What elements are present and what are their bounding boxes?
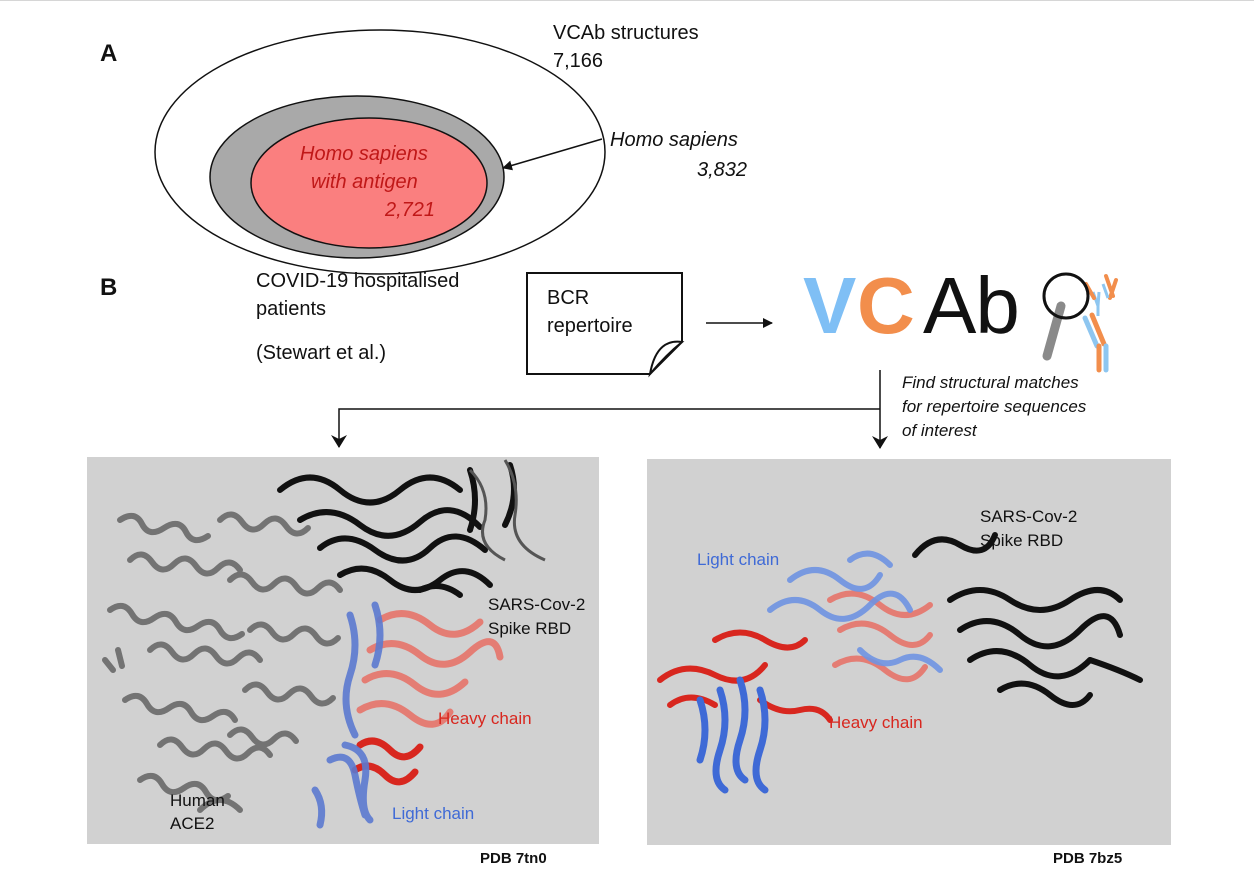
vcab-structures-title: VCAb structures: [553, 22, 699, 44]
pdb-id-left: PDB 7tn0: [480, 850, 547, 867]
find-matches-line2: for repertoire sequences: [902, 397, 1087, 416]
ace2-label-line2: ACE2: [170, 814, 215, 833]
ace2-label-line1: Human: [170, 791, 225, 810]
light-chain-left: [311, 601, 384, 829]
vcab-logo-ab: Ab: [923, 261, 1020, 350]
bcr-doc-line1: BCR: [547, 287, 590, 309]
heavy-chain-right-inner: [827, 590, 933, 683]
antigen-title-line2: with antigen: [311, 171, 418, 193]
source-reference: (Stewart et al.): [256, 342, 387, 364]
bcr-document-shape: [526, 272, 683, 375]
light-chain-right-upper: [767, 550, 943, 673]
top-divider: [0, 0, 1254, 1]
left-spike-label-line2: Spike RBD: [488, 619, 572, 638]
find-matches-line1: Find structural matches: [902, 373, 1079, 392]
source-line1: COVID-19 hospitalised: [256, 270, 460, 292]
left-heavy-chain-label: Heavy chain: [438, 709, 532, 728]
right-light-chain-label: Light chain: [697, 550, 780, 569]
branch-arrows: [331, 370, 888, 449]
vcab-structures-count: 7,166: [553, 50, 604, 72]
document-fold-corner: [648, 340, 685, 378]
vcab-logo-c: C: [857, 261, 915, 350]
find-matches-line3: of interest: [902, 421, 977, 440]
ace2-structure: [102, 511, 343, 813]
panel-a-label: A: [100, 40, 118, 67]
antigen-structure-left: [277, 462, 517, 598]
antigen-title-line1: Homo sapiens: [300, 143, 428, 165]
antigen-loops-left: [468, 459, 546, 562]
magnifier-antibody-icon: [1042, 272, 1118, 373]
left-spike-label-line1: SARS-Cov-2: [488, 595, 586, 614]
structure-panel-7bz5: [647, 459, 1171, 845]
antigen-count: 2,721: [385, 199, 436, 221]
bcr-doc-line2: repertoire: [547, 315, 633, 337]
left-light-chain-label: Light chain: [392, 804, 475, 823]
homo-sapiens-pointer-arrow: [502, 138, 603, 171]
vcab-logo-v: V: [803, 261, 856, 350]
right-heavy-chain-label: Heavy chain: [829, 713, 923, 732]
right-spike-label-line1: SARS-Cov-2: [980, 507, 1078, 526]
heavy-chain-left: [356, 610, 504, 728]
light-chain-right: [696, 676, 769, 794]
source-line2: patients: [256, 298, 327, 320]
right-spike-label-line2: Spike RBD: [980, 531, 1064, 550]
antigen-ellipse: [250, 117, 488, 249]
homo-sapiens-title: Homo sapiens: [610, 129, 738, 151]
pdb-id-right: PDB 7bz5: [1053, 850, 1123, 867]
heavy-chain-right-outer: [657, 629, 833, 723]
homo-sapiens-count: 3,832: [697, 159, 748, 181]
antigen-structure-right: [912, 532, 1143, 708]
panel-b-label: B: [100, 274, 118, 301]
